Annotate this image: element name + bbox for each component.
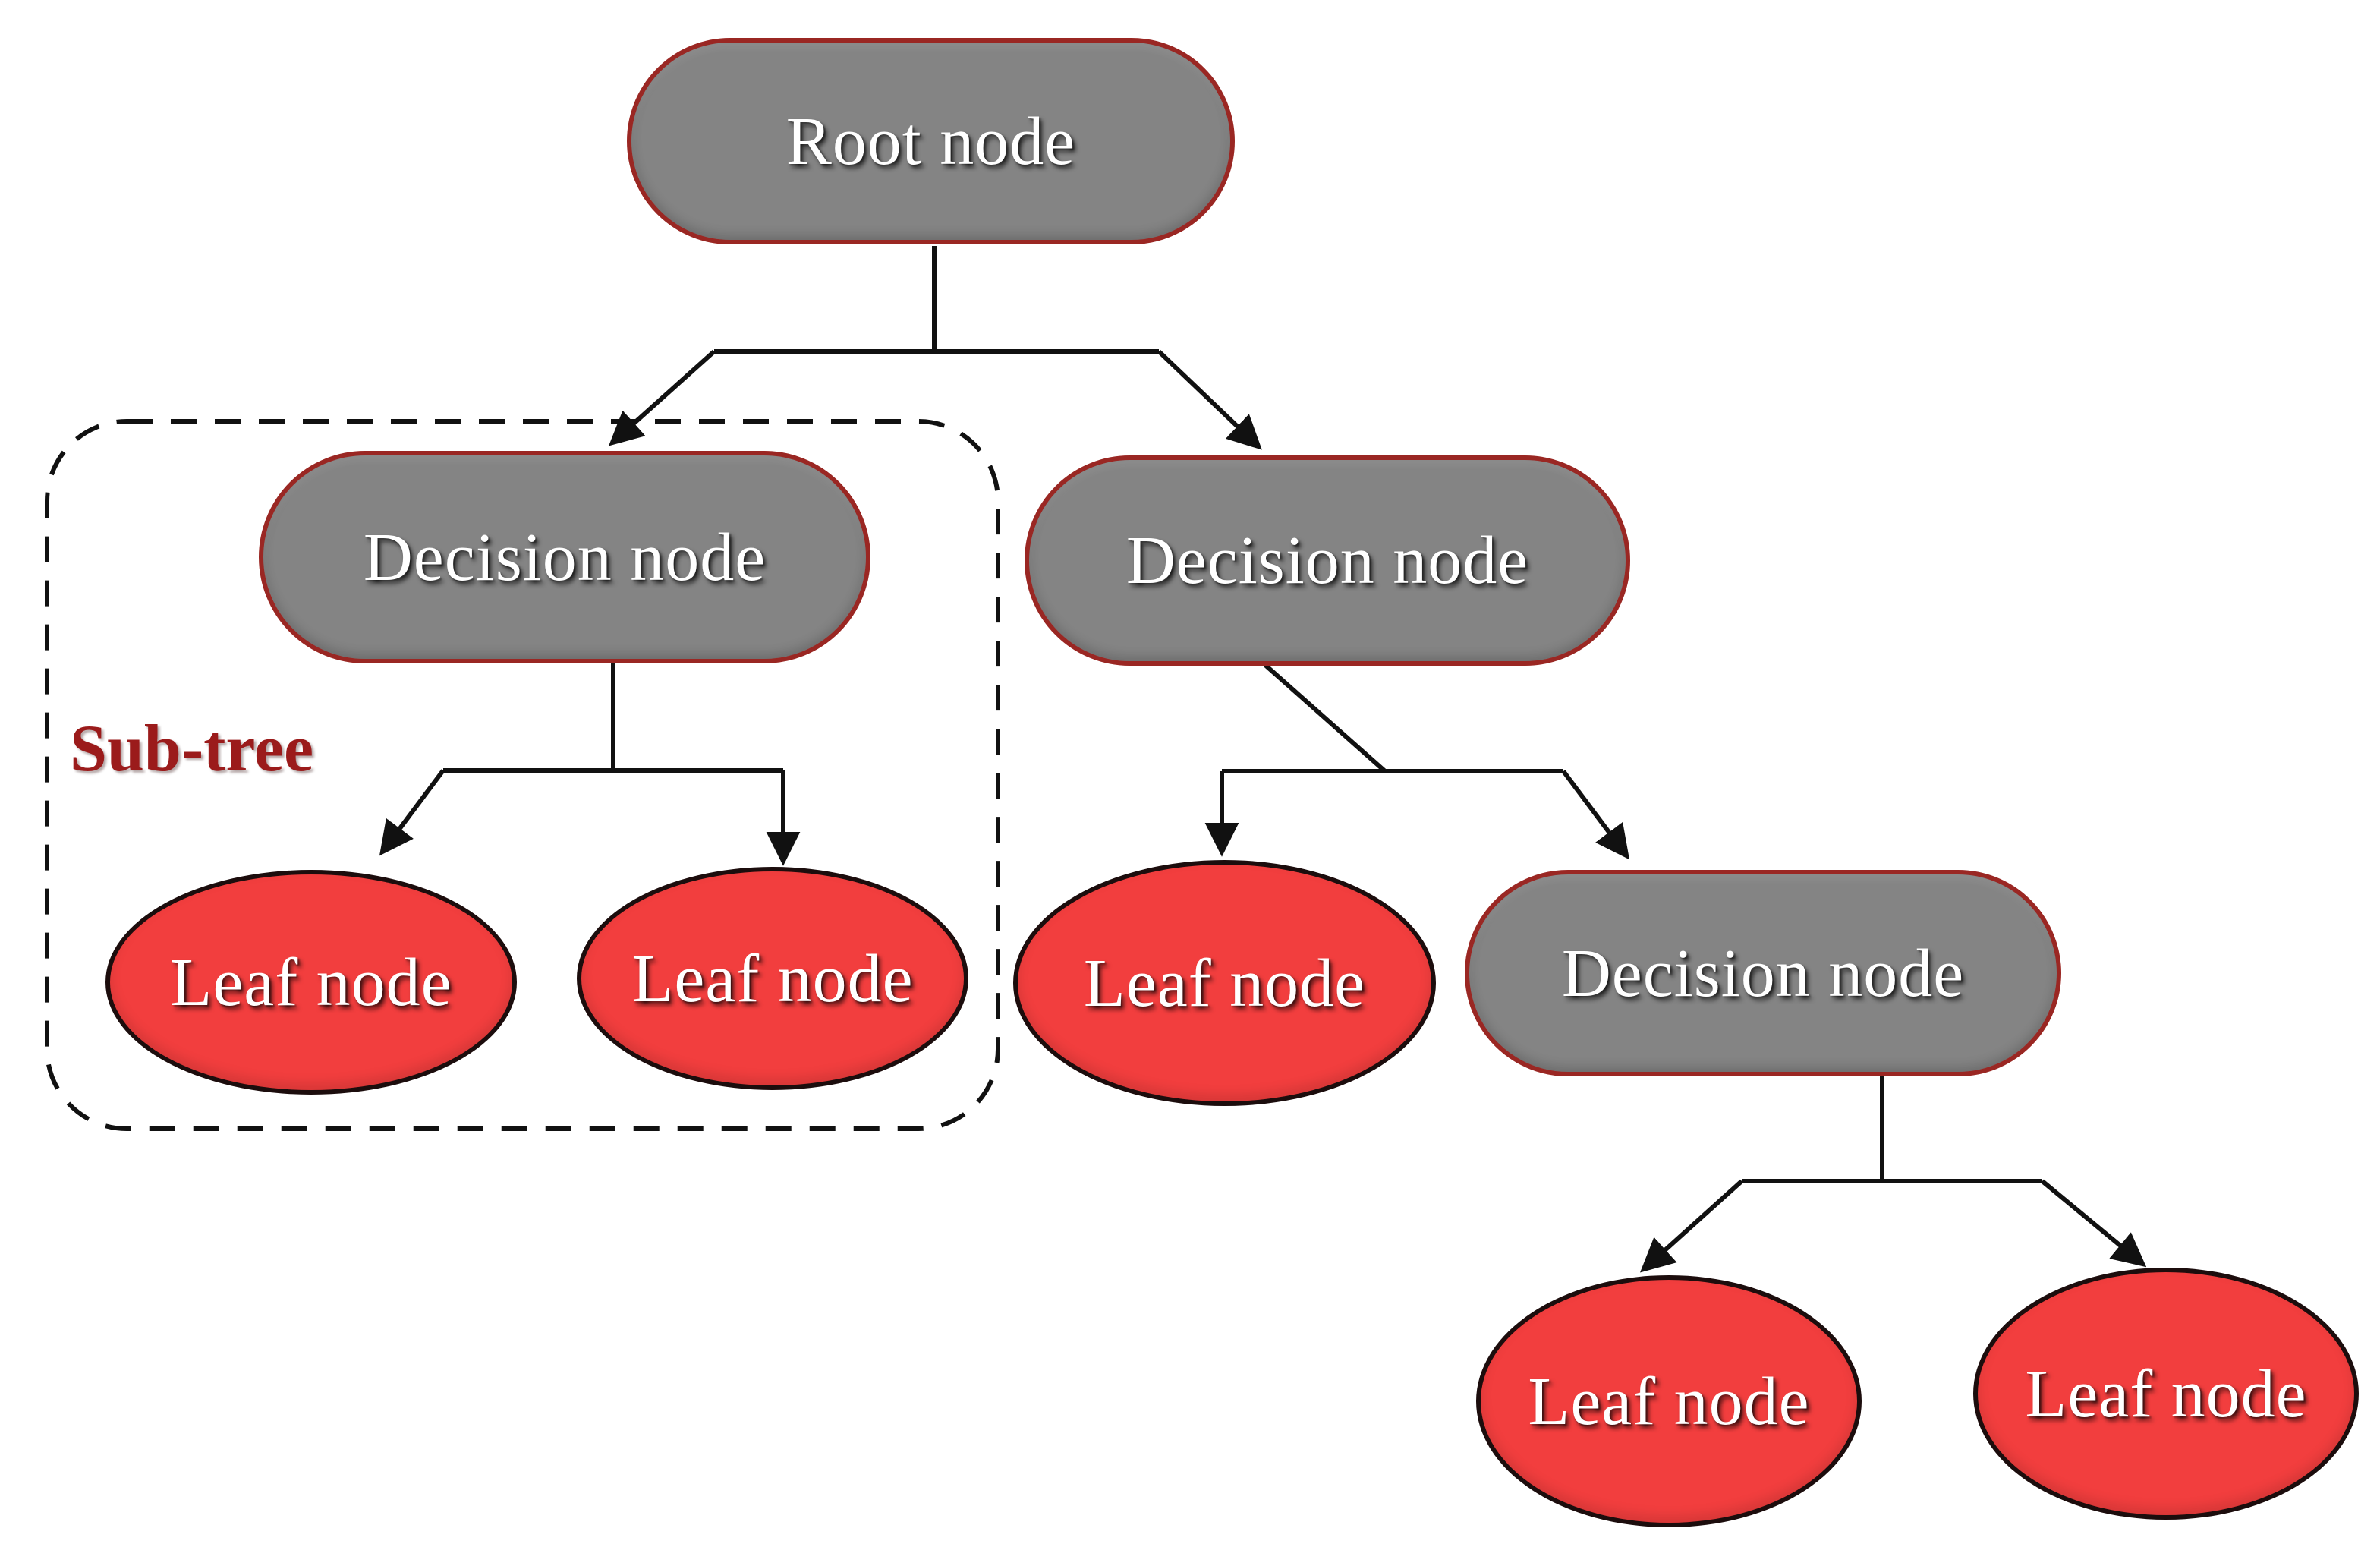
edge-root-trunk: [714, 246, 1159, 354]
edge-root-to-decision-right: [1157, 349, 1262, 450]
node-leaf-bottom-2: Leaf node: [1973, 1268, 2359, 1520]
node-decision-left: Decision node: [259, 451, 870, 663]
node-decision-bottom-label: Decision node: [1561, 935, 1965, 1011]
node-decision-right: Decision node: [1025, 455, 1630, 666]
edge-decision-bottom-trunk: [1742, 1073, 2042, 1183]
subtree-annotation: Sub-tree: [70, 712, 314, 786]
node-decision-left-label: Decision node: [363, 519, 767, 595]
node-leaf-bottom-2-label: Leaf node: [2025, 1356, 2307, 1432]
subtree-dashed-box: [45, 419, 1000, 1131]
node-leaf-middle: Leaf node: [1013, 860, 1436, 1106]
edge-decision-bottom-to-leaf-1: [1639, 1179, 1744, 1273]
edge-decision-left-to-leaf-1: [379, 769, 445, 856]
node-leaf-left-2-label: Leaf node: [631, 940, 914, 1016]
node-leaf-bottom-1-label: Leaf node: [1528, 1363, 1810, 1439]
node-leaf-bottom-1: Leaf node: [1476, 1275, 1862, 1527]
node-decision-bottom: Decision node: [1465, 870, 2061, 1076]
edge-decision-right-trunk: [1222, 663, 1563, 774]
node-decision-right-label: Decision node: [1125, 523, 1529, 598]
node-root-label: Root node: [785, 103, 1076, 179]
edge-decision-left-trunk: [443, 662, 783, 773]
edge-root-to-decision-left: [608, 349, 716, 446]
node-leaf-left-2: Leaf node: [577, 867, 968, 1090]
node-leaf-left-1-label: Leaf node: [170, 944, 452, 1020]
node-leaf-middle-label: Leaf node: [1083, 945, 1366, 1021]
edge-decision-right-to-decision-bottom: [1561, 770, 1630, 860]
edge-decision-bottom-to-leaf-2: [2041, 1179, 2147, 1268]
node-root: Root node: [627, 38, 1235, 244]
node-leaf-left-1: Leaf node: [105, 870, 517, 1095]
